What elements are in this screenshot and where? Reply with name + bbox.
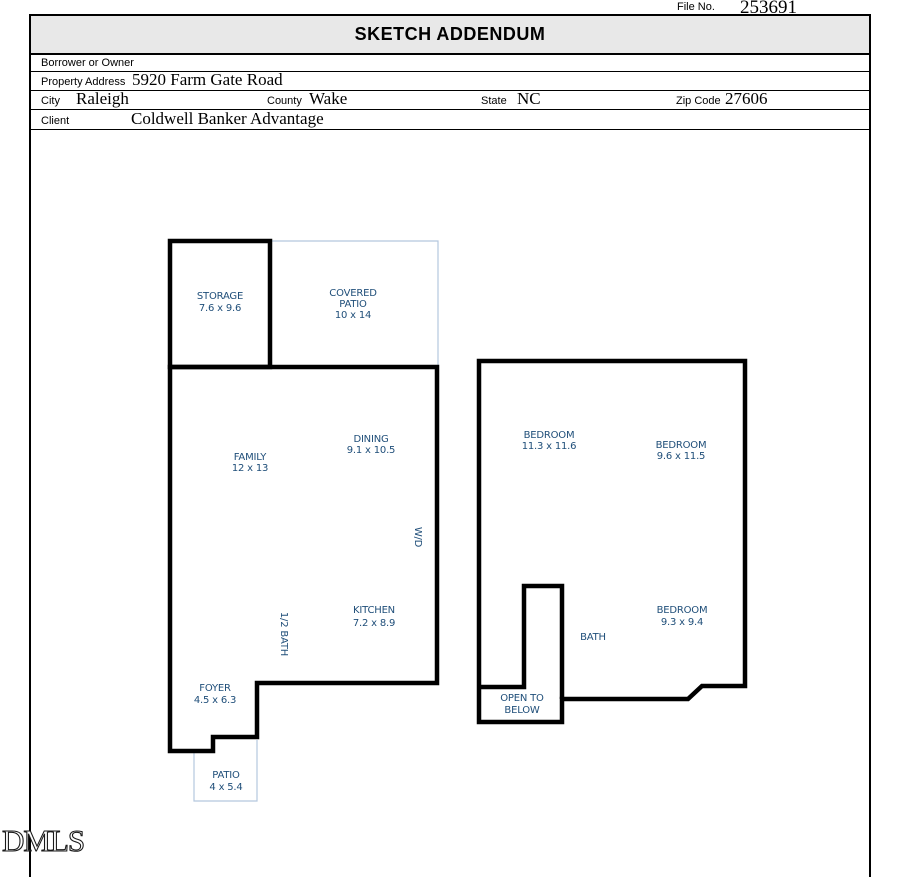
open-to-below-label-line2: BELOW (504, 705, 539, 716)
borrower-row: Borrower or Owner (31, 55, 869, 72)
city-county-state-zip-row: City Raleigh County Wake State NC Zip Co… (31, 89, 869, 110)
zip-label: Zip Code (676, 95, 721, 107)
property-address-label: Property Address (41, 76, 126, 88)
file-no-value: 253691 (740, 0, 797, 18)
covered-patio-dims: 10 x 14 (335, 310, 371, 321)
zip-value: 27606 (725, 89, 768, 108)
state-value: NC (517, 89, 541, 108)
client-label: Client (41, 115, 70, 127)
header-bar: SKETCH ADDENDUM (31, 14, 869, 55)
covered-patio-label-line2: PATIO (339, 299, 367, 310)
kitchen-dims: 7.2 x 8.9 (353, 618, 395, 629)
client-value: Coldwell Banker Advantage (131, 109, 324, 128)
storage-label: STORAGE (197, 291, 243, 302)
second-floor-walls (476, 358, 748, 725)
bedroom-2-dims: 9.6 x 11.5 (657, 451, 705, 462)
patio-dims: 4 x 5.4 (209, 782, 242, 793)
property-address-row: Property Address 5920 Farm Gate Road (31, 70, 869, 91)
dmls-watermark: DMLS (1, 822, 85, 858)
patio-outline (193, 740, 258, 802)
client-row: Client Coldwell Banker Advantage (31, 109, 869, 130)
covered-patio-label-line1: COVERED (329, 288, 377, 299)
page-title: SKETCH ADDENDUM (354, 24, 546, 44)
family-label: FAMILY (234, 452, 267, 463)
state-label: State (481, 95, 507, 107)
half-bath-label: 1/2 BATH (278, 612, 289, 656)
bedroom-1-label: BEDROOM (524, 430, 575, 441)
dining-dims: 9.1 x 10.5 (347, 445, 395, 456)
file-no-label: File No. (677, 1, 715, 13)
washer-dryer-label: W/D (412, 527, 423, 548)
dmls-watermark-text: DMLS (2, 823, 84, 858)
patio-label: PATIO (212, 770, 240, 781)
covered-patio-outline (270, 240, 439, 367)
foyer-label: FOYER (199, 683, 231, 694)
bedroom-2-label: BEDROOM (656, 440, 707, 451)
family-dims: 12 x 13 (232, 463, 268, 474)
bedroom-1-dims: 11.3 x 11.6 (522, 441, 577, 452)
property-address-value: 5920 Farm Gate Road (132, 70, 283, 89)
kitchen-label: KITCHEN (353, 605, 395, 616)
bath-label: BATH (580, 632, 606, 643)
bedroom-3-label: BEDROOM (657, 605, 708, 616)
county-value: Wake (309, 89, 348, 108)
county-label: County (267, 95, 302, 107)
first-floor-walls (167, 364, 440, 754)
open-to-below-label-line1: OPEN TO (500, 693, 544, 704)
foyer-dims: 4.5 x 6.3 (194, 695, 236, 706)
bedroom-3-dims: 9.3 x 9.4 (661, 617, 703, 628)
stairwell-walls (479, 583, 565, 699)
city-label: City (41, 95, 60, 107)
city-value: Raleigh (76, 89, 129, 108)
storage-dims: 7.6 x 9.6 (199, 303, 241, 314)
dining-label: DINING (353, 434, 388, 445)
borrower-label: Borrower or Owner (41, 57, 134, 69)
